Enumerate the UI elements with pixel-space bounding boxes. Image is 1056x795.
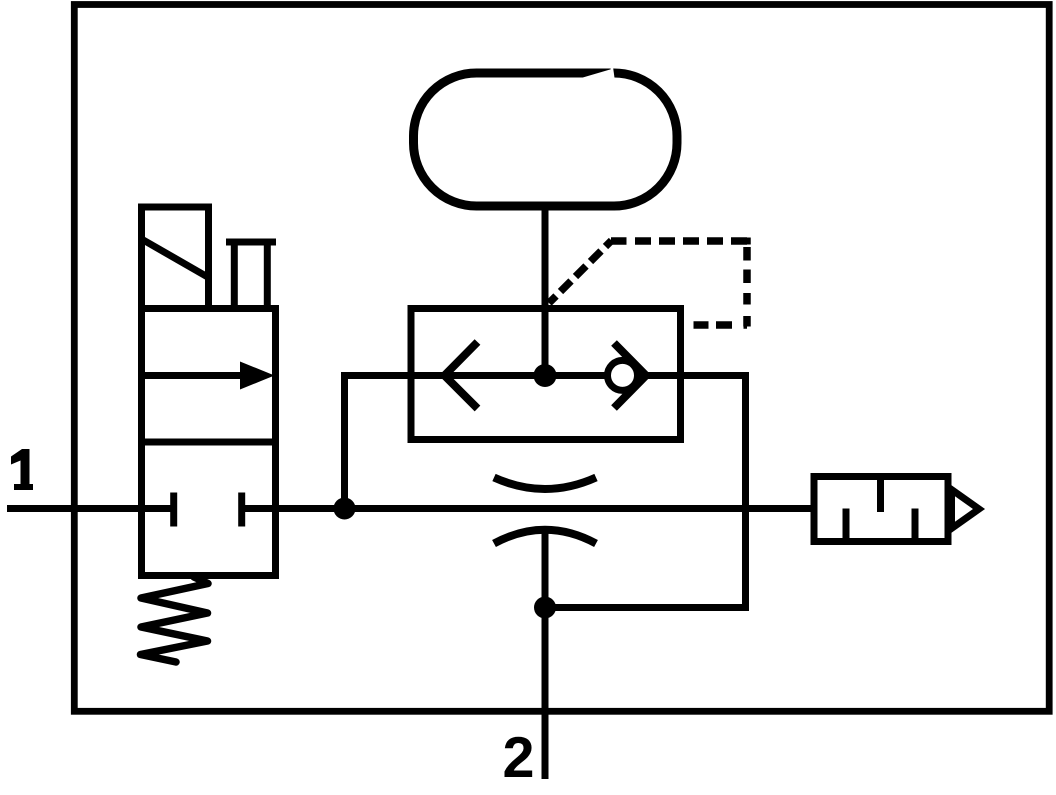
svg-text:2: 2 [503, 726, 535, 790]
